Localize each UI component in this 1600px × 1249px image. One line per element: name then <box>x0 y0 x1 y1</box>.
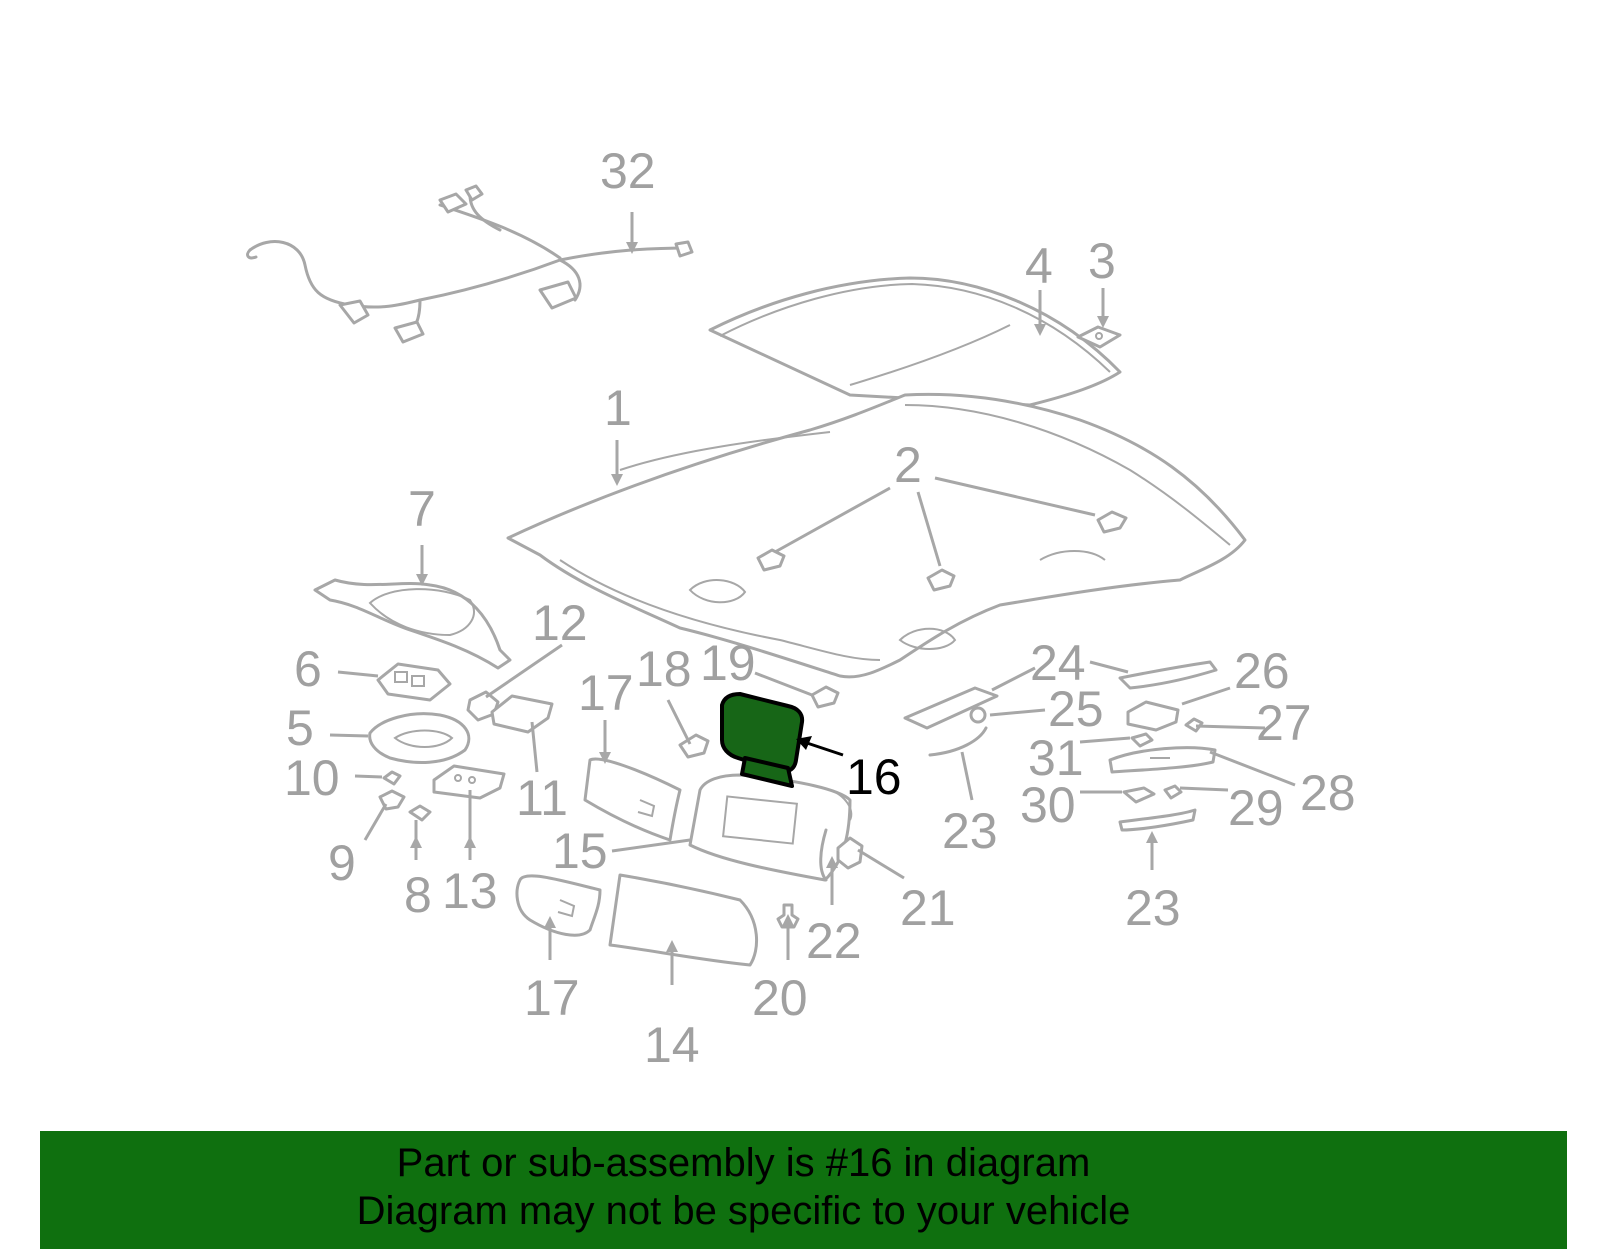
callout-27: 27 <box>1256 695 1312 751</box>
banner-part-text: Part or sub-assembly is #16 in diagram <box>396 1141 1091 1185</box>
part-13-panel <box>432 764 506 800</box>
part-11-bracket <box>490 694 554 734</box>
callout-labels: 32 4 3 1 2 7 12 6 17 18 19 5 10 11 9 8 1… <box>284 143 1356 1073</box>
callout-26: 26 <box>1234 643 1290 699</box>
part-2-clips <box>756 510 1128 592</box>
callout-4: 4 <box>1025 238 1053 294</box>
callout-23-left: 23 <box>942 803 998 859</box>
part-30-clip <box>1122 784 1183 804</box>
part-3-clip <box>1076 325 1122 349</box>
part-21-clip <box>836 836 864 870</box>
callout-5: 5 <box>286 700 314 756</box>
callout-13: 13 <box>442 863 498 919</box>
callout-32: 32 <box>600 143 656 199</box>
callout-25: 25 <box>1048 681 1104 737</box>
part-15-sun-visor <box>688 773 853 882</box>
part-7-console-frame <box>313 578 512 670</box>
callout-29: 29 <box>1228 780 1284 836</box>
callout-17-lower: 17 <box>524 970 580 1026</box>
callout-3: 3 <box>1088 233 1116 289</box>
part-19-clip <box>810 685 840 709</box>
banner-disclaimer-text: Diagram may not be specific to your vehi… <box>356 1189 1131 1233</box>
callout-14: 14 <box>644 1017 700 1073</box>
callout-17-upper: 17 <box>578 665 634 721</box>
part-5-lamp-housing <box>368 712 471 764</box>
part-23-grab-handle-upper <box>928 726 988 757</box>
part-10-bulb <box>382 770 402 786</box>
callout-6: 6 <box>294 641 322 697</box>
callout-10: 10 <box>284 750 340 806</box>
callout-16: 16 <box>846 749 902 805</box>
arrow-head-16 <box>796 736 812 750</box>
callout-15: 15 <box>552 823 608 879</box>
callout-31: 31 <box>1028 730 1084 786</box>
part-17-visor-insert-lower <box>515 874 602 937</box>
part-6-switch <box>376 662 452 702</box>
part-23-grab-handle-lower <box>1118 808 1197 832</box>
callout-8: 8 <box>404 867 432 923</box>
part-16-highlighted[interactable] <box>720 692 805 788</box>
callout-23-right: 23 <box>1125 880 1181 936</box>
callout-24: 24 <box>1030 635 1086 691</box>
callout-18: 18 <box>636 641 692 697</box>
part-31-clip <box>1130 732 1154 748</box>
callout-9: 9 <box>328 835 356 891</box>
callout-7: 7 <box>408 481 436 537</box>
part-17-visor-insert-upper <box>583 757 682 842</box>
callout-2: 2 <box>894 437 922 493</box>
callout-12: 12 <box>532 595 588 651</box>
arrow-heads <box>410 242 1158 952</box>
part-24-handle-base <box>903 686 999 730</box>
part-27-handle-cover <box>1126 700 1180 732</box>
callout-1: 1 <box>604 380 632 436</box>
callout-30: 30 <box>1020 777 1076 833</box>
part-22-bracket <box>819 828 828 882</box>
callout-22: 22 <box>806 913 862 969</box>
part-1-headliner <box>506 392 1247 679</box>
info-banner: Part or sub-assembly is #16 in diagram D… <box>40 1131 1567 1249</box>
callout-21: 21 <box>900 880 956 936</box>
part-8-lens <box>408 804 432 822</box>
callout-11: 11 <box>516 770 568 826</box>
callout-19: 19 <box>700 635 756 691</box>
callout-28: 28 <box>1300 765 1356 821</box>
part-28-clip <box>1184 717 1204 733</box>
callout-20: 20 <box>752 970 808 1026</box>
part-29-handle <box>1108 746 1217 774</box>
part-26-trim <box>1118 660 1218 690</box>
part-18-clip <box>678 733 710 759</box>
part-25-clip <box>969 706 987 724</box>
part-4-roof-panel <box>708 276 1122 407</box>
part-32-wiring-harness <box>246 184 694 344</box>
part-14-sun-visor <box>608 873 759 967</box>
